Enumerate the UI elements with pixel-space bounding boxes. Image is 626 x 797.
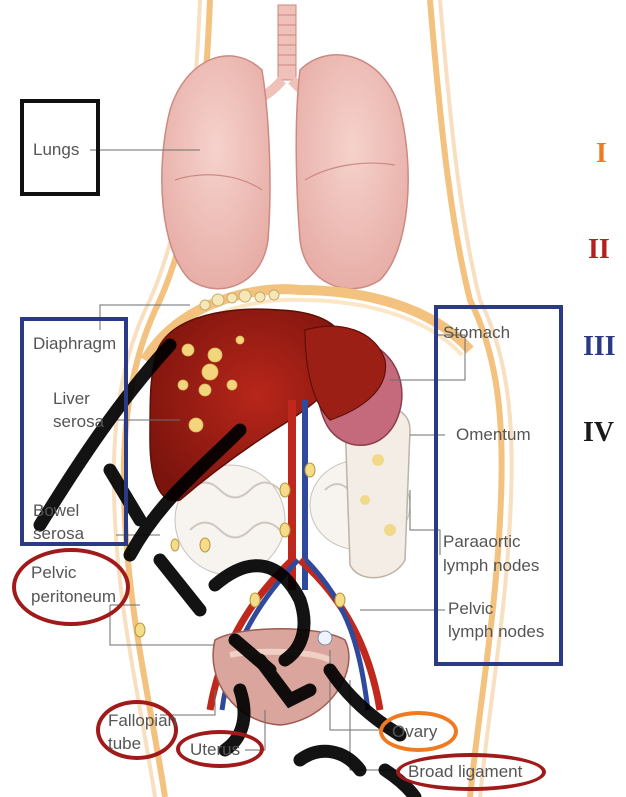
- label-lungs: Lungs: [33, 139, 79, 160]
- label-paraaortic-line1: Paraaortic: [443, 531, 520, 552]
- label-ovary: Ovary: [392, 721, 437, 742]
- label-omentum: Omentum: [456, 424, 531, 445]
- label-liver-serosa-line1: Liver: [53, 388, 90, 409]
- label-pelvic-peritoneum-line1: Pelvic: [31, 562, 76, 583]
- label-uterus: Uterus: [190, 739, 240, 760]
- stage-numeral-i: I: [596, 139, 607, 169]
- label-pelvic-ln-line2: lymph nodes: [448, 621, 544, 642]
- label-bowel-serosa-line1: Bowel: [33, 500, 79, 521]
- lungs: [162, 55, 408, 289]
- label-diaphragm: Diaphragm: [33, 333, 116, 354]
- label-paraaortic-line2: lymph nodes: [443, 555, 539, 576]
- label-pelvic-peritoneum-line2: peritoneum: [31, 586, 116, 607]
- stage-numeral-iii: III: [583, 332, 616, 362]
- label-bowel-serosa-line2: serosa: [33, 523, 84, 544]
- stage-numeral-ii: II: [588, 235, 610, 265]
- label-stomach: Stomach: [443, 322, 510, 343]
- label-fallopian-tube-line2: tube: [108, 733, 141, 754]
- label-liver-serosa-line2: serosa: [53, 411, 104, 432]
- label-broad-ligament: Broad ligament: [408, 761, 522, 782]
- stage-numeral-iv: IV: [583, 418, 614, 448]
- label-pelvic-ln-line1: Pelvic: [448, 598, 493, 619]
- label-fallopian-tube-line1: Fallopian: [108, 710, 177, 731]
